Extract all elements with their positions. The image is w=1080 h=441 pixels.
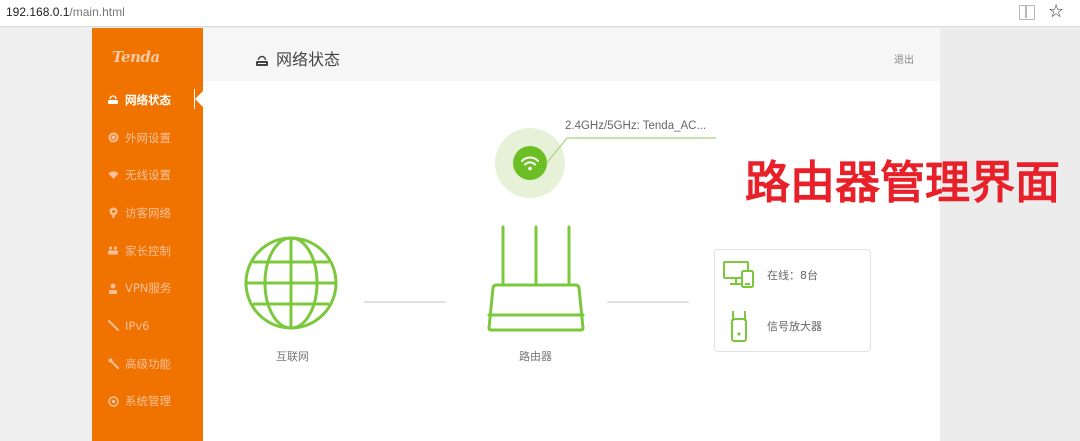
- wifi-icon: [521, 156, 539, 171]
- sidebar-item-label: 网络状态: [125, 92, 171, 107]
- ipv6-icon: [107, 320, 119, 332]
- ssid-connector-line: [544, 137, 716, 166]
- tenda-logo: Tenda: [112, 48, 160, 66]
- parental-icon: [107, 245, 119, 257]
- active-indicator-caret: [195, 90, 204, 108]
- page-title-text: 网络状态: [276, 50, 341, 69]
- extender-label: 信号放大器: [767, 320, 822, 333]
- overlay-caption: 路由器管理界面: [745, 156, 1061, 209]
- wifi-button[interactable]: [513, 146, 547, 180]
- sidebar-item-advanced[interactable]: 高级功能: [92, 345, 203, 383]
- url-text[interactable]: 192.168.0.1/main.html: [6, 5, 125, 19]
- star-icon[interactable]: ☆: [1048, 1, 1065, 22]
- page-title: 网络状态: [255, 46, 340, 70]
- sidebar-item-vpn[interactable]: VPN服务: [92, 269, 203, 307]
- sidebar-nav: 网络状态 外网设置 无线设置 访客网络 家长控制: [92, 81, 204, 421]
- sidebar-item-network-status[interactable]: 网络状态: [92, 81, 204, 119]
- sidebar: Tenda 网络状态 外网设置 无线设置 访客网络: [92, 28, 204, 441]
- logout-link[interactable]: 退出: [894, 55, 914, 66]
- globe-icon[interactable]: [243, 235, 339, 331]
- sidebar-item-guest-network[interactable]: 访客网络: [92, 194, 203, 232]
- sidebar-item-parental-control[interactable]: 家长控制: [92, 232, 203, 270]
- online-devices-row[interactable]: 在线：8台: [723, 261, 818, 289]
- globe-icon: [107, 132, 119, 144]
- extender-row[interactable]: 信号放大器: [723, 309, 822, 343]
- internet-label: 互联网: [276, 350, 309, 363]
- wifi-icon: [107, 169, 119, 181]
- main-content: 网络状态 退出 2.4GHz/5GHz: Tenda_AC... 互联网: [203, 28, 940, 441]
- sidebar-item-label: 系统管理: [125, 394, 171, 409]
- sidebar-item-wireless-settings[interactable]: 无线设置: [92, 156, 203, 194]
- devices-icon: [723, 261, 754, 288]
- sidebar-item-label: 无线设置: [125, 168, 171, 183]
- vpn-icon: [107, 282, 119, 294]
- active-indicator-line: [193, 89, 195, 109]
- sidebar-item-label: 外网设置: [125, 130, 171, 145]
- sidebar-item-label: 家长控制: [125, 243, 171, 258]
- url-path: /main.html: [69, 5, 125, 19]
- page-header: 网络状态 退出: [203, 28, 940, 81]
- settings-icon: [107, 395, 119, 407]
- router-icon[interactable]: [481, 223, 591, 333]
- router-label: 路由器: [519, 350, 552, 363]
- sidebar-item-label: 高级功能: [125, 356, 171, 371]
- page-gutter-left: [0, 28, 92, 441]
- sidebar-item-wan-settings[interactable]: 外网设置: [92, 119, 203, 157]
- online-devices-count: 在线：8台: [767, 269, 818, 282]
- wrench-icon: [107, 358, 119, 370]
- url-host: 192.168.0.1: [6, 5, 70, 19]
- extender-icon: [731, 311, 747, 342]
- sidebar-item-label: IPv6: [125, 318, 150, 333]
- router-status-icon: [255, 52, 269, 66]
- devices-card: 在线：8台 信号放大器: [714, 249, 871, 352]
- internet-router-link: [364, 301, 446, 303]
- browser-address-bar[interactable]: 192.168.0.1/main.html ☆: [0, 0, 1080, 27]
- sidebar-item-label: VPN服务: [125, 281, 172, 296]
- ssid-text[interactable]: 2.4GHz/5GHz: Tenda_AC...: [565, 120, 707, 132]
- reader-view-icon[interactable]: [1019, 5, 1035, 20]
- sidebar-item-ipv6[interactable]: IPv6: [92, 307, 203, 345]
- sidebar-item-system[interactable]: 系统管理: [92, 383, 203, 421]
- router-status-icon: [107, 94, 119, 106]
- sidebar-item-label: 访客网络: [125, 205, 171, 220]
- page-gutter-right: [940, 28, 1080, 441]
- router-devices-link: [607, 301, 689, 303]
- guest-icon: [107, 207, 119, 219]
